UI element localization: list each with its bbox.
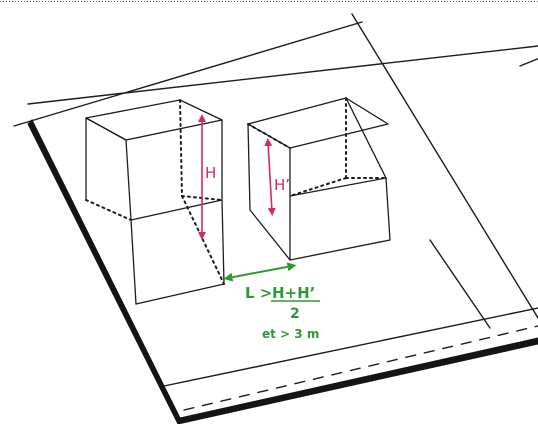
height-right-dimension-line (264, 138, 276, 216)
ground-parcel (13, 13, 538, 329)
formula-numerator: H+H’ (272, 284, 315, 302)
road (163, 307, 538, 411)
right-building (247, 97, 391, 261)
distance-dimension-line (223, 262, 297, 282)
minimum-distance-label: et > 3 m (262, 327, 319, 341)
height-right-label: H’ (274, 176, 290, 194)
formula-denominator: 2 (290, 306, 300, 322)
height-left-label: H (205, 164, 216, 182)
distance-formula: L > H+H’ 2 et > 3 m (245, 284, 320, 341)
parcel-front-edge (27, 119, 538, 424)
formula-lhs: L > (245, 284, 272, 302)
